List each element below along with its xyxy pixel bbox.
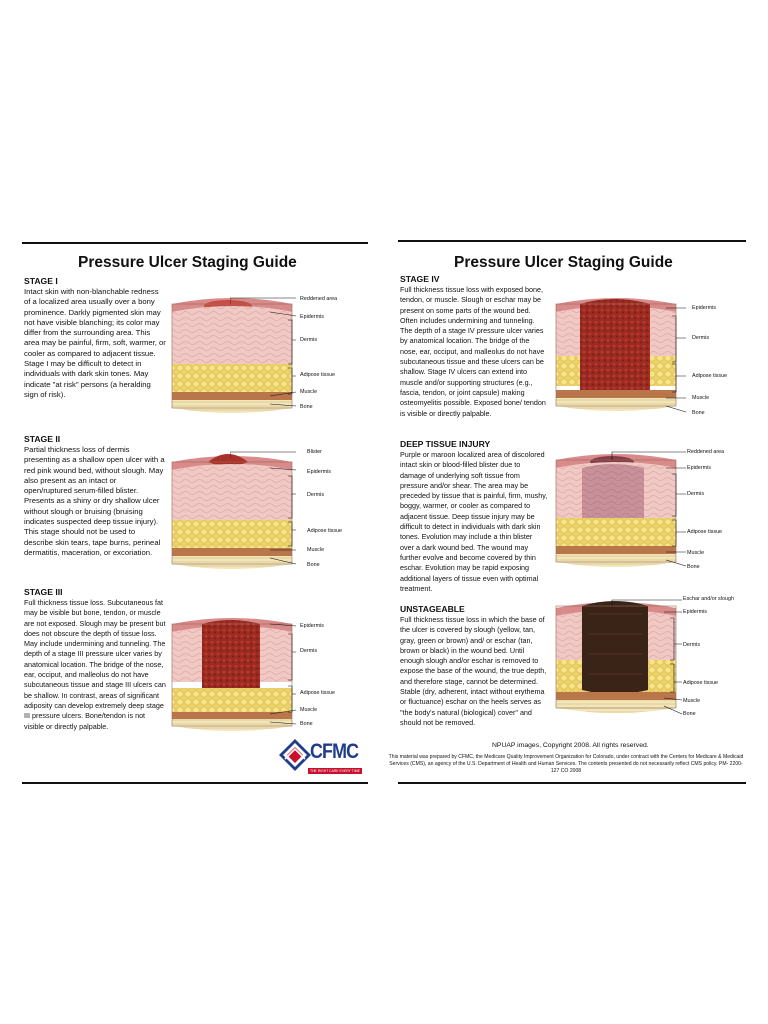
stage-1-diagram bbox=[171, 298, 293, 413]
stage-1-label-bone: Bone bbox=[300, 404, 313, 410]
unstageable-label-eschar: Eschar and/or slough bbox=[683, 596, 734, 602]
stage-1-muscle bbox=[172, 392, 292, 400]
stage-4-wound bbox=[580, 299, 650, 394]
stage-2-muscle bbox=[172, 548, 292, 556]
stage-1-heading: STAGE I bbox=[24, 276, 58, 286]
dti-diagram bbox=[555, 454, 677, 567]
stage-4-muscle bbox=[556, 390, 676, 398]
stage-4-bone bbox=[556, 398, 676, 411]
dti-bone bbox=[556, 554, 676, 567]
stage-2-adipose bbox=[172, 520, 292, 548]
stage-3-label-bone: Bone bbox=[300, 721, 313, 727]
stage-2-leader-lines bbox=[230, 451, 297, 565]
stage-3-diagram bbox=[171, 618, 293, 731]
stage-3-adipose bbox=[172, 688, 292, 712]
unstageable-label-muscle: Muscle bbox=[683, 698, 701, 704]
dti-label-epidermis: Epidermis bbox=[687, 465, 711, 471]
stage-2-label-adipose: Adipose tissue bbox=[307, 528, 343, 534]
stage-1-label-adipose: Adipose tissue bbox=[300, 372, 336, 378]
unstageable-text: Full thickness tissue loss in which the … bbox=[400, 615, 547, 727]
dti-bruise bbox=[582, 464, 644, 523]
dti-text: Purple or maroon localized area of disco… bbox=[400, 450, 548, 593]
unstageable-label-adipose: Adipose tissue bbox=[683, 680, 719, 686]
stage-4-diagram bbox=[555, 298, 677, 411]
dti-label-bone: Bone bbox=[687, 564, 700, 570]
unstageable-label-epidermis: Epidermis bbox=[683, 609, 707, 615]
stage-3-wound bbox=[202, 620, 260, 692]
dti-adipose bbox=[556, 518, 676, 546]
dti-label-adipose: Adipose tissue bbox=[687, 529, 723, 535]
unstageable-bone bbox=[556, 700, 676, 713]
left-page-title: Pressure Ulcer Staging Guide bbox=[78, 254, 297, 271]
stage-2-diagram bbox=[171, 454, 293, 569]
stage-3-text: Full thickness tissue loss. Subcutaneous… bbox=[24, 598, 166, 731]
unstageable-leader-lines bbox=[611, 599, 683, 715]
stage-1-text: Intact skin with non-blanchable redness … bbox=[24, 287, 166, 399]
stage-1-label-reddened: Reddened area bbox=[300, 296, 338, 302]
stage-1-adipose bbox=[172, 364, 292, 392]
stage-1-label-epidermis: Epidermis bbox=[300, 314, 324, 320]
right-top-rule bbox=[398, 240, 746, 242]
dti-label-reddened: Reddened area bbox=[687, 449, 725, 455]
stage-1-label-dermis: Dermis bbox=[300, 337, 318, 343]
dti-heading: DEEP TISSUE INJURY bbox=[400, 439, 491, 449]
stage-3-label-adipose: Adipose tissue bbox=[300, 690, 336, 696]
stage-3-heading: STAGE III bbox=[24, 587, 63, 597]
right-page-title: Pressure Ulcer Staging Guide bbox=[454, 254, 673, 271]
stage-1-dermis bbox=[172, 306, 292, 364]
stage-2-blister bbox=[208, 454, 248, 466]
stage-3-muscle bbox=[172, 712, 292, 719]
stage-4-label-bone: Bone bbox=[692, 410, 705, 416]
stage-2-label-bone: Bone bbox=[307, 562, 320, 568]
stage-2-dermis bbox=[172, 464, 292, 520]
stage-4-label-dermis: Dermis bbox=[692, 335, 710, 341]
cfmc-logo: CFMC THE RIGHT CARE EVERY TIME bbox=[278, 736, 370, 780]
stage-3-bone bbox=[172, 719, 292, 731]
stage-2-label-muscle: Muscle bbox=[307, 547, 325, 553]
stage-4-text: Full thickness tissue loss with exposed … bbox=[400, 285, 546, 418]
stage-2-bone bbox=[172, 556, 292, 569]
stage-4-label-muscle: Muscle bbox=[692, 395, 710, 401]
stage-4-leader-lines bbox=[665, 307, 687, 413]
cfmc-logo-text: CFMC bbox=[310, 740, 359, 763]
stage-3-leader-lines bbox=[269, 623, 297, 725]
stage-4-label-epidermis: Epidermis bbox=[692, 305, 716, 311]
stage-1-leader-lines bbox=[230, 297, 297, 407]
stage-3-label-muscle: Muscle bbox=[300, 707, 318, 713]
unstageable-diagram bbox=[555, 601, 677, 713]
stage-1-bone bbox=[172, 400, 292, 413]
stage-4-heading: STAGE IV bbox=[400, 274, 440, 284]
cfmc-logo-tagline: THE RIGHT CARE EVERY TIME bbox=[308, 768, 362, 774]
dti-muscle bbox=[556, 546, 676, 554]
unstageable-heading: UNSTAGEABLE bbox=[400, 604, 465, 614]
right-bottom-rule bbox=[398, 782, 746, 784]
stage-1-label-muscle: Muscle bbox=[300, 389, 318, 395]
stage-3-label-dermis: Dermis bbox=[300, 648, 318, 654]
stage-3-label-epidermis: Epidermis bbox=[300, 623, 324, 629]
unstageable-label-dermis: Dermis bbox=[683, 642, 701, 648]
unstageable-muscle bbox=[556, 692, 676, 700]
unstageable-eschar bbox=[582, 601, 648, 694]
left-bottom-rule bbox=[22, 782, 368, 784]
stage-2-heading: STAGE II bbox=[24, 434, 61, 444]
left-top-rule bbox=[22, 242, 368, 244]
stage-2-label-epidermis: Epidermis bbox=[307, 469, 331, 475]
stage-2-text: Partial thickness loss of dermis present… bbox=[24, 445, 165, 557]
dti-dermis bbox=[556, 462, 676, 518]
cfmc-logo-diamond-icon bbox=[279, 739, 311, 771]
stage-2-label-dermis: Dermis bbox=[307, 492, 325, 498]
cms-disclaimer: This material was prepared by CFMC, the … bbox=[388, 754, 744, 774]
npuap-credit: NPUAP images, Copyright 2008. All rights… bbox=[492, 742, 649, 749]
dti-label-muscle: Muscle bbox=[687, 550, 705, 556]
unstageable-label-bone: Bone bbox=[683, 711, 696, 717]
stage-4-label-adipose: Adipose tissue bbox=[692, 373, 728, 379]
stage-2-label-blister: Blister bbox=[307, 449, 322, 455]
dti-leader-lines bbox=[611, 451, 687, 567]
dti-label-dermis: Dermis bbox=[687, 491, 705, 497]
